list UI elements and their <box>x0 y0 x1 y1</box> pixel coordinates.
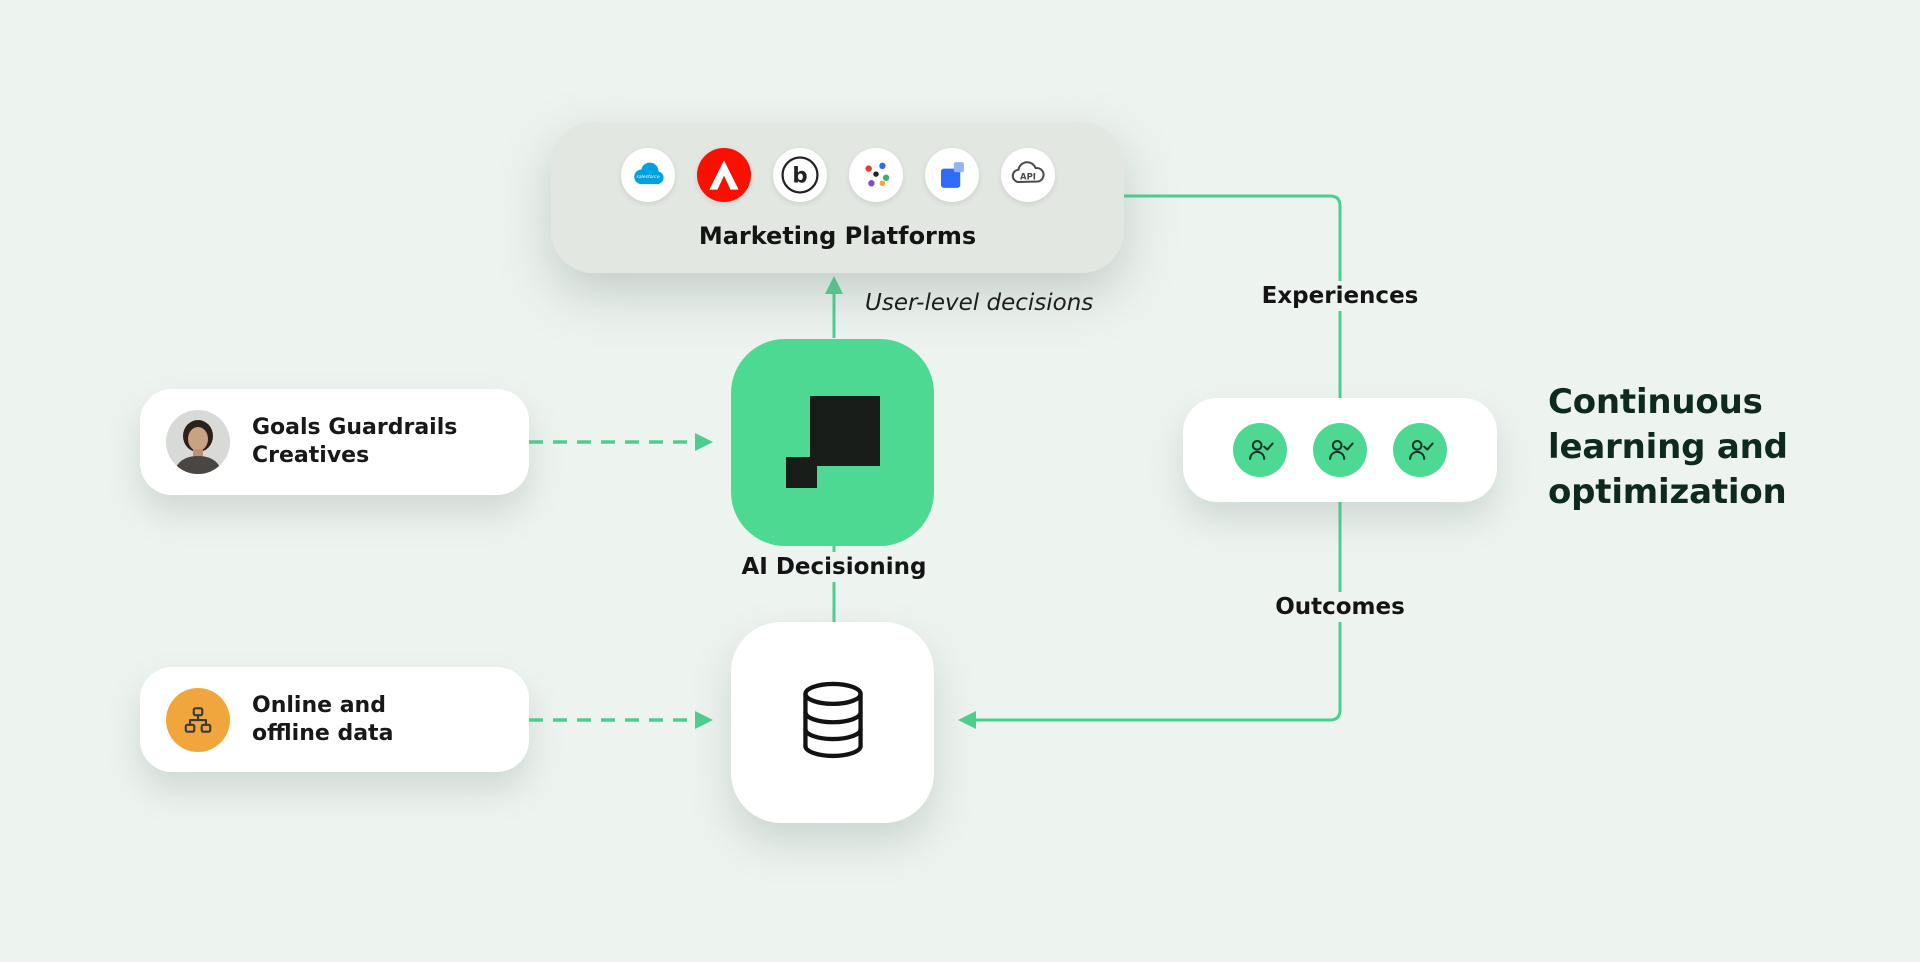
marketing-platforms-card: salesforce b <box>551 122 1124 273</box>
data-card-label: Online and offline data <box>252 692 394 746</box>
arrowhead-data-to-db <box>695 711 713 729</box>
input-card-data: Online and offline data <box>140 667 529 772</box>
goals-card-label: Goals Guardrails Creatives <box>252 415 458 468</box>
continuous-learning-heading: Continuous learning and optimization <box>1548 382 1788 513</box>
blue-squares-icon <box>924 148 979 202</box>
salesforce-icon: salesforce <box>620 148 675 202</box>
database-icon <box>802 681 863 758</box>
arrowhead-ai-to-platforms <box>825 276 843 294</box>
mparticle-dots-icon <box>848 148 903 202</box>
salesforce-wordmark: salesforce <box>636 174 659 180</box>
input-card-goals: Goals Guardrails Creatives <box>140 389 529 495</box>
audience-card <box>1183 398 1497 502</box>
outcomes-label: Outcomes <box>1240 592 1440 622</box>
sitemap-icon <box>184 706 212 733</box>
api-text: API <box>1020 173 1036 183</box>
logo-square-small <box>786 457 817 488</box>
braze-icon: b <box>772 148 827 202</box>
ai-decisioning-box <box>731 339 934 546</box>
logo-square-large <box>810 396 880 466</box>
ai-decisioning-label: AI Decisioning <box>684 552 984 582</box>
adobe-icon <box>696 148 751 202</box>
data-sources-icon <box>166 687 230 752</box>
marketing-platforms-label: Marketing Platforms <box>698 222 977 250</box>
user-check-icon <box>1393 423 1447 477</box>
data-store-box <box>731 622 934 823</box>
braze-glyph: b <box>792 163 807 188</box>
user-level-decisions-label: User-level decisions <box>865 290 1094 316</box>
experiences-label: Experiences <box>1240 281 1440 311</box>
arrowhead-goals-to-ai <box>695 433 713 451</box>
platform-icons-row: salesforce b <box>551 148 1124 202</box>
user-check-icon <box>1233 423 1287 477</box>
user-check-icon <box>1313 423 1367 477</box>
avatar-photo <box>166 410 230 474</box>
api-cloud-icon: API <box>1000 148 1055 202</box>
arrowhead-into-db <box>958 711 976 729</box>
